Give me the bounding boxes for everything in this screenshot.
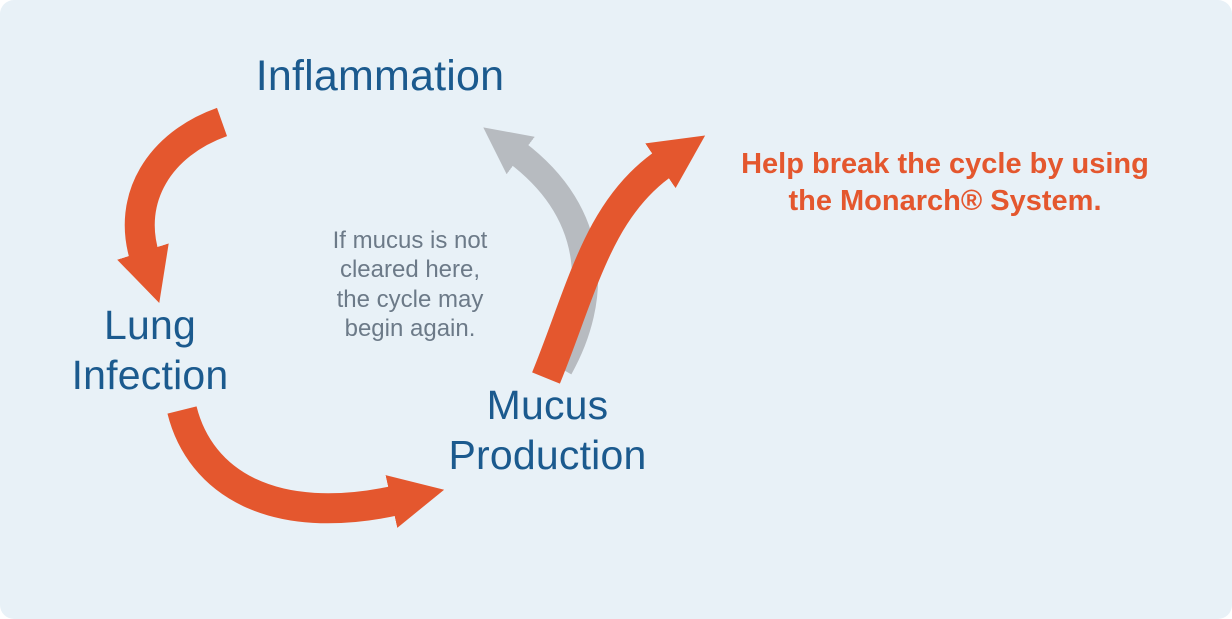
node-mucus-production-line1: Mucus <box>486 382 609 428</box>
arrow-break-cycle-icon <box>532 135 706 384</box>
node-lung-infection-line2: Infection <box>71 352 229 399</box>
break-cycle-note: Help break the cycle by using the Monarc… <box>705 146 1185 220</box>
node-inflammation-label: Inflammation <box>255 52 505 100</box>
cycle-repeat-note-line4: begin again. <box>344 314 476 342</box>
arrow-lung-infection-to-mucus-production-icon <box>167 405 445 528</box>
node-inflammation: Inflammation <box>215 50 545 102</box>
node-mucus-production-line2: Production <box>448 432 647 479</box>
cycle-repeat-note: If mucus is not cleared here, the cycle … <box>300 226 520 343</box>
node-lung-infection-line1: Lung <box>103 302 196 348</box>
arrow-inflammation-to-lung-infection-icon <box>117 107 228 304</box>
node-mucus-production: Mucus Production <box>415 380 680 480</box>
cycle-repeat-note-line1: If mucus is not <box>332 227 488 254</box>
cycle-repeat-note-line3: the cycle may <box>336 285 484 313</box>
node-lung-infection: Lung Infection <box>35 300 265 400</box>
break-cycle-note-line1: Help break the cycle by using <box>741 148 1149 180</box>
break-cycle-note-line2: the Monarch® System. <box>788 185 1102 218</box>
cycle-repeat-note-line2: cleared here, <box>339 256 481 284</box>
